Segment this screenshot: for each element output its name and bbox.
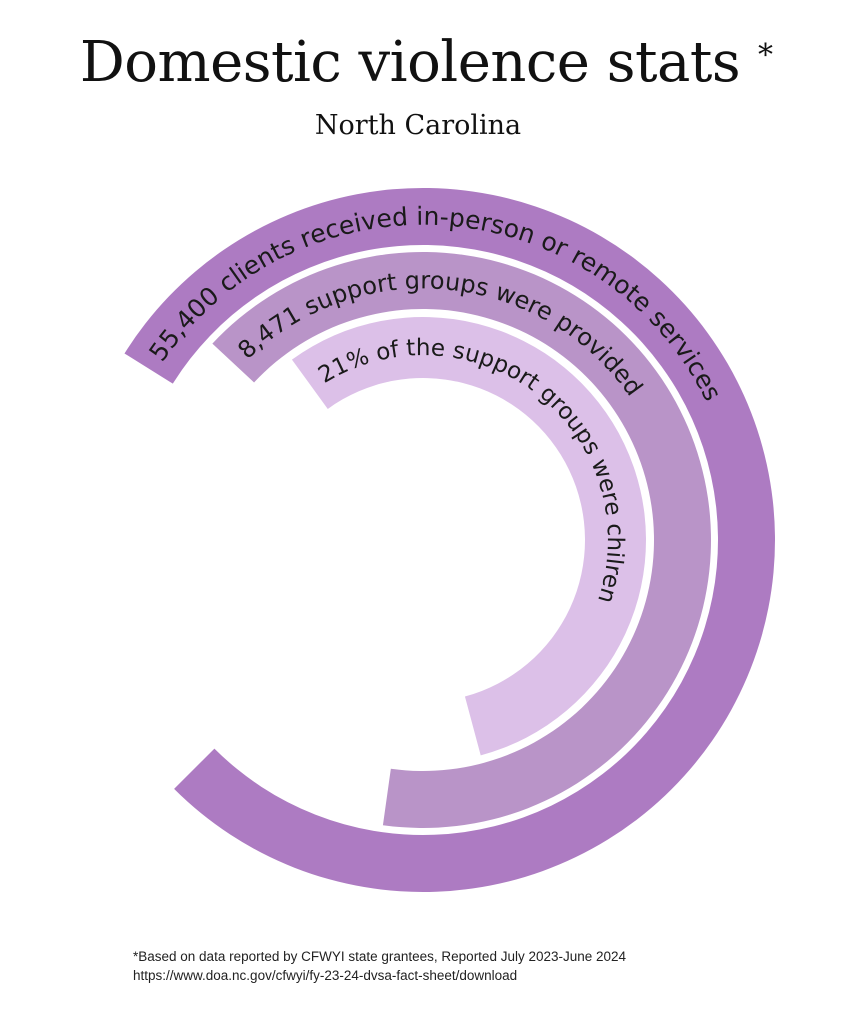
footnote: *Based on data reported by CFWYI state g…: [133, 947, 626, 985]
source-url: https://www.doa.nc.gov/cfwyi/fy-23-24-dv…: [133, 968, 518, 983]
radial-bar-2: [212, 251, 712, 828]
radial-bar-3: [291, 317, 646, 756]
chart-subtitle: North Carolina: [314, 110, 522, 141]
chart-title: Domestic violence stats: [79, 30, 741, 95]
footnote-marker: *: [758, 38, 773, 73]
footnote-text: *Based on data reported by CFWYI state g…: [133, 949, 627, 964]
